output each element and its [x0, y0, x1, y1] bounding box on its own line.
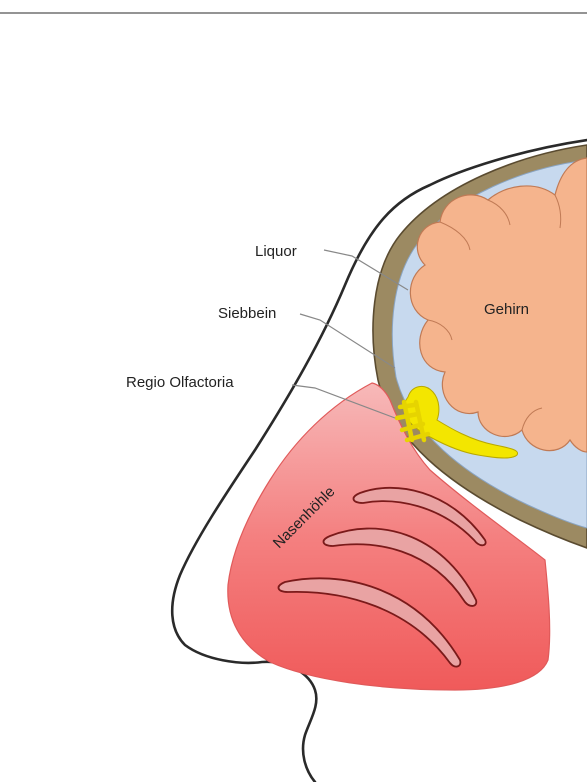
label-siebbein: Siebbein: [218, 305, 276, 322]
label-liquor: Liquor: [255, 243, 297, 260]
label-gehirn: Gehirn: [484, 301, 529, 318]
label-regio-olfactoria: Regio Olfactoria: [126, 374, 234, 391]
